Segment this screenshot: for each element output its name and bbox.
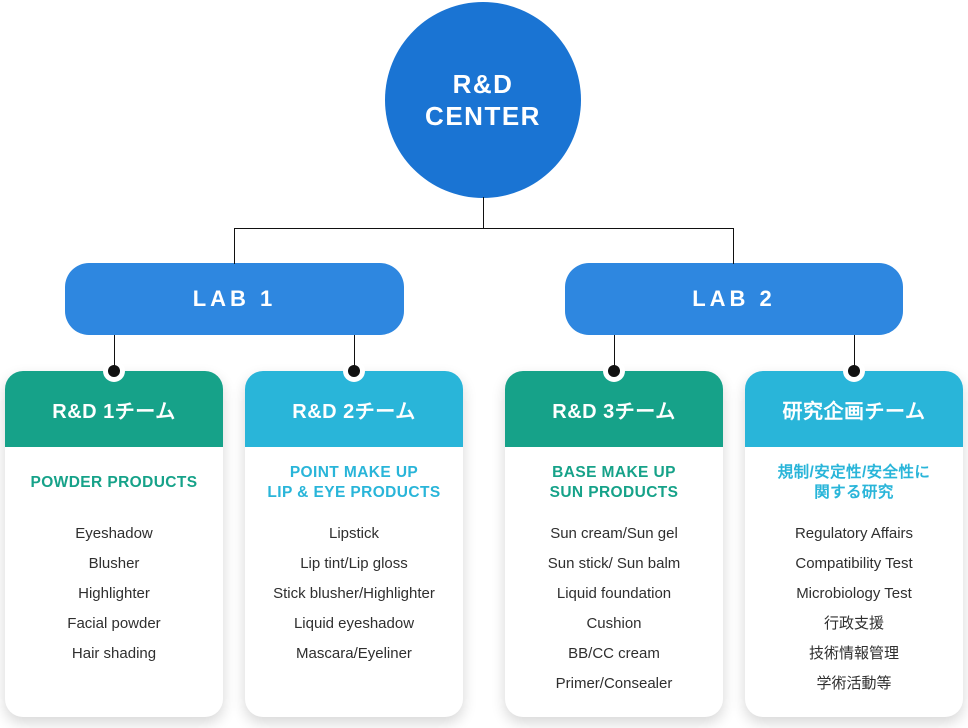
team-card-planning: 研究企画チーム 規制/安定性/安全性に 関する研究 Regulatory Aff… (745, 371, 963, 717)
connector-dot (608, 365, 620, 377)
team-item: Primer/Consealer (555, 675, 673, 692)
lab2-node: LAB 2 (565, 263, 903, 335)
team-card-header: R&D 2チーム (245, 371, 463, 447)
team-item: Cushion (586, 615, 642, 632)
team-item: Lip tint/Lip gloss (300, 555, 408, 572)
root-node: R&D CENTER (385, 2, 581, 198)
team-item: 技術情報管理 (808, 645, 899, 662)
team-item: Blusher (88, 555, 140, 572)
connector-line (483, 197, 484, 228)
team-card-rd3: R&D 3チーム BASE MAKE UP SUN PRODUCTS Sun c… (505, 371, 723, 717)
team-title: R&D 2チーム (292, 400, 416, 423)
team-subtitle: POWDER PRODUCTS (30, 473, 198, 491)
team-subtitle: POINT MAKE UP LIP & EYE PRODUCTS (267, 463, 441, 501)
team-item: BB/CC cream (568, 645, 660, 662)
connector-dot (848, 365, 860, 377)
team-item: Eyeshadow (75, 525, 153, 542)
team-item: Highlighter (78, 585, 150, 602)
team-item-list: Regulatory Affairs Compatibility Test Mi… (745, 519, 963, 699)
team-subtitle: 規制/安定性/安全性に 関する研究 (777, 463, 931, 501)
team-item-list: Eyeshadow Blusher Highlighter Facial pow… (5, 519, 223, 669)
team-title: R&D 1チーム (52, 400, 176, 423)
team-item: Mascara/Eyeliner (296, 645, 412, 662)
connector-line (733, 228, 734, 264)
team-item: Lipstick (328, 525, 380, 542)
team-item: Compatibility Test (795, 555, 913, 572)
lab1-node: LAB 1 (65, 263, 404, 335)
team-item: Hair shading (71, 645, 157, 662)
team-item: Stick blusher/Highlighter (273, 585, 435, 602)
connector-line (614, 335, 615, 366)
team-item: Microbiology Test (796, 585, 912, 602)
team-title: 研究企画チーム (782, 400, 926, 423)
team-title: R&D 3チーム (552, 400, 676, 423)
team-item: Liquid foundation (556, 585, 672, 602)
lab1-label: LAB 1 (192, 286, 277, 311)
team-item-list: Lipstick Lip tint/Lip gloss Stick blushe… (245, 519, 463, 669)
team-item: Regulatory Affairs (794, 525, 914, 542)
team-item: 行政支援 (823, 615, 884, 632)
team-card-header: R&D 3チーム (505, 371, 723, 447)
team-item: Sun cream/Sun gel (550, 525, 678, 542)
connector-line (854, 335, 855, 366)
connector-dot (348, 365, 360, 377)
team-subtitle: BASE MAKE UP SUN PRODUCTS (549, 463, 679, 501)
connector-line (354, 335, 355, 366)
team-card-rd2: R&D 2チーム POINT MAKE UP LIP & EYE PRODUCT… (245, 371, 463, 717)
connector-line (234, 228, 734, 229)
team-item: Sun stick/ Sun balm (547, 555, 681, 572)
team-card-header: R&D 1チーム (5, 371, 223, 447)
root-node-label: R&D CENTER (425, 68, 541, 132)
team-card-rd1: R&D 1チーム POWDER PRODUCTS Eyeshadow Blush… (5, 371, 223, 717)
connector-line (114, 335, 115, 366)
team-item-list: Sun cream/Sun gel Sun stick/ Sun balm Li… (505, 519, 723, 699)
team-item: Liquid eyeshadow (293, 615, 415, 632)
team-card-header: 研究企画チーム (745, 371, 963, 447)
team-item: Facial powder (67, 615, 161, 632)
connector-dot (108, 365, 120, 377)
connector-line (234, 228, 235, 264)
team-item: 学術活動等 (816, 675, 892, 692)
lab2-label: LAB 2 (692, 286, 776, 311)
